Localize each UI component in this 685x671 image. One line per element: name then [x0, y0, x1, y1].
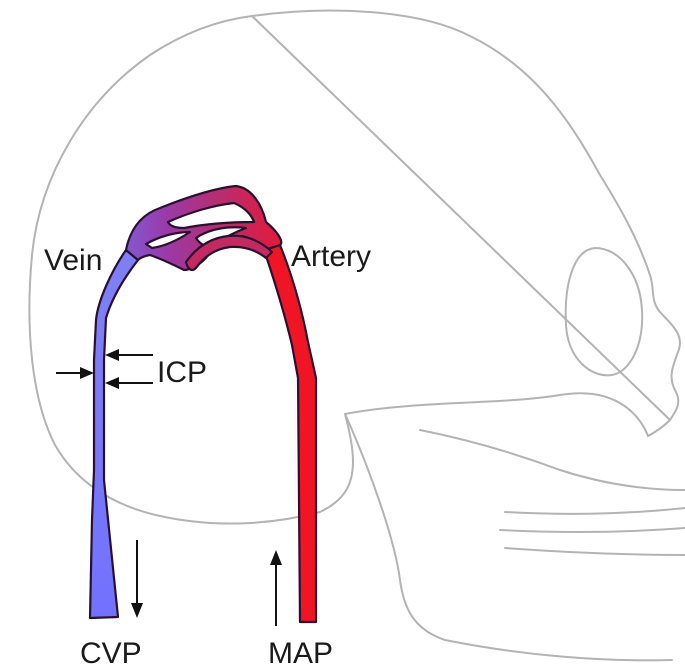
vessels [90, 186, 316, 622]
artery-label: Artery [291, 240, 371, 273]
map-label: MAP [268, 637, 333, 670]
artery-vessel [264, 245, 316, 622]
vein-vessel [90, 250, 138, 618]
icp-arrow-top-head [105, 349, 119, 361]
vein-label: Vein [44, 244, 102, 277]
icp-arrow-left-head [80, 367, 94, 379]
skull-outline [29, 11, 685, 661]
icp-arrow-bottom-head [105, 377, 119, 389]
map-arrow-head [270, 550, 282, 565]
cvp-label: CVP [80, 637, 142, 670]
jaw-outline [346, 416, 685, 660]
cvp-arrow [131, 540, 143, 618]
cvp-arrow-head [131, 603, 143, 618]
map-arrow [270, 550, 282, 626]
icp-label: ICP [157, 356, 207, 389]
